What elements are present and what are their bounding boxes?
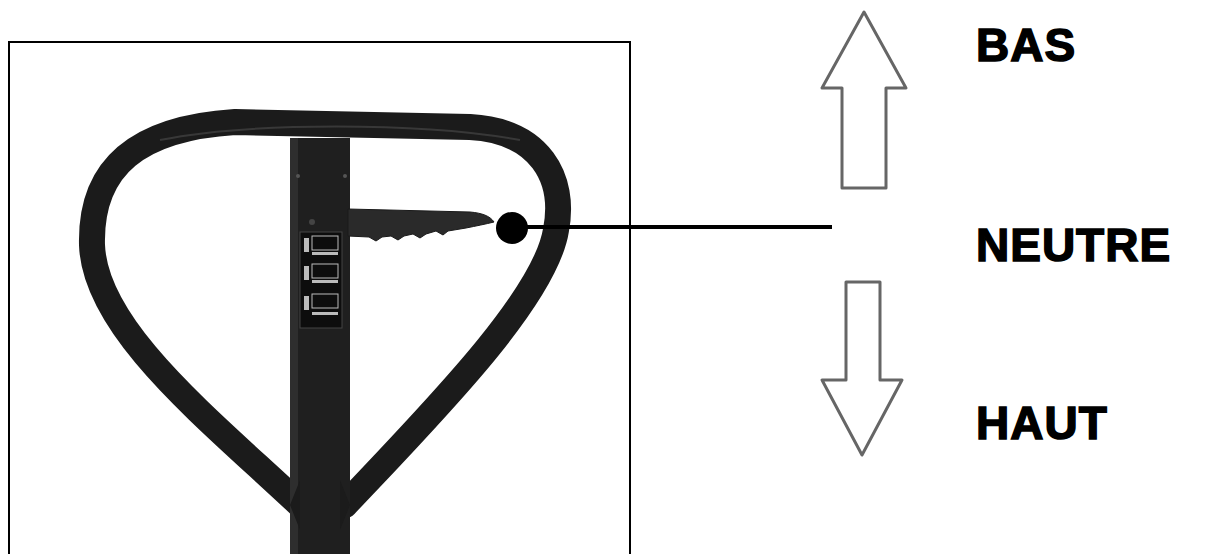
down-arrow — [822, 282, 902, 455]
tiller-handle — [92, 122, 558, 554]
position-label: HAUT — [976, 400, 1108, 446]
leader-line — [496, 212, 832, 244]
picture-frame — [9, 42, 630, 554]
position-label: BAS — [976, 22, 1076, 68]
position-label: NEUTRE — [976, 222, 1171, 268]
up-arrow — [822, 12, 906, 188]
